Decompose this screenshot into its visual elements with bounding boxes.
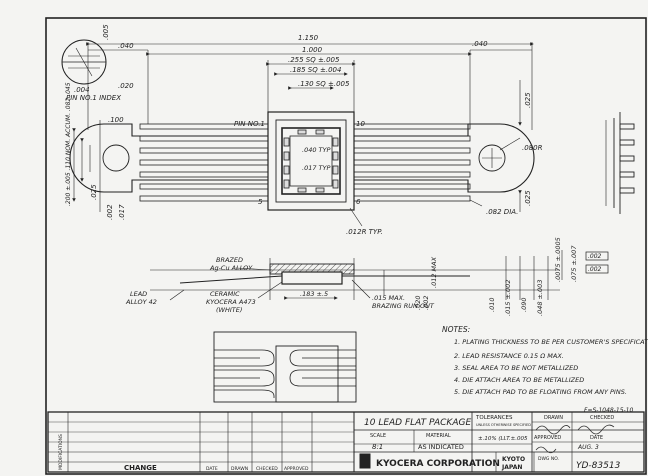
dim-box-2: .002 [588,266,602,273]
label-pin6: 6 [356,198,361,206]
bottom-view [213,331,357,403]
label-material: MATERIAL [426,433,451,439]
label-brazed-alloy: Ag-Cu ALLOY [209,264,253,272]
title-block [47,411,645,473]
dim-left-height: .025 [90,184,98,200]
label-ceramic: CERAMIC [210,290,240,298]
signature-marks [535,424,615,454]
label-scale: SCALE [370,433,386,439]
rev-col-date: DATE [206,466,218,472]
dim-ring-corner: .012R TYP. [346,228,383,236]
dim-t2: .075 ±.007 [570,245,578,282]
side-view [605,112,635,214]
note-item: 1. PLATING THICKNESS TO BE PER CUSTOMER'… [454,338,648,346]
dim-left-stack: .200 ±.005 .110 NOM. ACCUM. .082 .045 [65,82,72,206]
note-item: 2. LEAD RESISTANCE 0.15 Ω MAX. [454,352,564,360]
note-item: 4. DIE ATTACH AREA TO BE METALLIZED [454,376,584,384]
rev-col-approved: APPROVED [284,466,309,472]
dim-pad-typ-2: .017 TYP [302,164,330,172]
section-view [150,250,609,301]
dim-braze-len: .183 ±.5 [300,290,328,298]
note-item: 5. DIE ATTACH PAD TO BE FLOATING FROM AN… [454,388,627,396]
notes-block: NOTES: 1. PLATING THICKNESS TO BE PER CU… [442,325,648,396]
dim-h5: .090 [520,298,528,312]
label-approved: APPROVED [534,435,561,441]
dim-pad-typ-1: .040 TYP [302,146,330,154]
label-tolerances-sub: UNLESS OTHERWISE SPECIFIED [476,423,531,427]
dim-braze-run: .015 MAX. [372,294,405,302]
dim-lead-width: .017 [118,204,126,220]
value-scale: 8:1 [372,443,383,451]
dim-ear-index: .020 [118,82,134,90]
dim-lead-gap: .002 [106,204,114,220]
label-brazing-run: BRAZING RUN OUT [372,302,435,310]
dim-lead-span: 1.000 [302,46,323,54]
rev-col-drawn: DRAWN [231,466,248,472]
rev-col-checked: CHECKED [256,466,278,472]
value-material: AS INDICATED [418,443,464,451]
top-view [61,39,535,227]
sheet-border [45,17,647,475]
label-brazed: BRAZED [216,256,243,264]
revision-stamp: F=S-1048-15-10 [584,407,634,414]
label-ceramic-type: KYOCERA A473 [206,298,256,306]
value-date: AUG. 3 [577,444,599,451]
dim-cavity: .130 SQ ±.005 [298,80,350,88]
label-checked: CHECKED [590,415,614,421]
label-lead-alloy: ALLOY 42 [125,298,157,306]
dim-lead-len: .100 [108,116,124,124]
dim-end-left: .040 [118,42,134,50]
dim-h2: .002 [422,296,430,310]
dim-seal-ring: .255 SQ ±.005 [288,56,340,64]
value-dwg-no: YD-83513 [576,461,621,471]
notes-heading: NOTES: [442,325,470,334]
label-pin10: 10 [356,120,365,128]
label-pin1-index: PIN NO.1 INDEX [66,94,121,102]
title-drawing-name: 10 LEAD FLAT PACKAGE [364,418,471,428]
dim-ear-left: .005 [102,24,110,40]
label-modifications: MODIFICATIONS [58,434,64,470]
dim-t1: .0075 ±.0005 [554,237,562,282]
company-name: KYOCERA CORPORATION [376,459,500,469]
label-ceramic-color: (WHITE) [216,306,242,314]
dim-h3: .010 [488,298,496,312]
dim-box-1: .002 [588,253,602,260]
dim-index: .004 [74,86,90,94]
label-dwg-no: DWG NO. [538,456,559,462]
label-change: CHANGE [124,464,157,472]
dim-right-top: .025 [524,92,532,108]
dim-inner-ring: .185 SQ ±.004 [290,66,341,74]
label-tolerances: TOLERANCES [475,415,513,421]
dim-h1: .020 [414,296,422,310]
label-pin5: 5 [258,198,263,206]
dim-overall-length: 1.150 [298,34,319,42]
label-lead: LEAD [130,290,147,298]
label-date: DATE [590,435,603,441]
dim-radius: .080R [522,144,543,152]
location-country: JAPAN [501,464,522,471]
value-tolerances: ±.10% (LLT.±.005 [478,436,528,442]
label-drawn: DRAWN [544,415,563,421]
dim-end-right: .040 [472,40,488,48]
dim-h6: .048 ±.003 [536,280,544,316]
label-pin1: PIN NO.1 [234,120,265,128]
dim-max-note: .012 MAX [430,256,438,288]
note-item: 3. SEAL AREA TO BE NOT METALLIZED [454,364,578,372]
dim-h4: .015 ±.002 [504,280,512,316]
dim-hole: .082 DIA. [486,208,518,216]
dim-right-bottom: .025 [524,190,532,206]
location-city: KYOTO [502,456,525,463]
